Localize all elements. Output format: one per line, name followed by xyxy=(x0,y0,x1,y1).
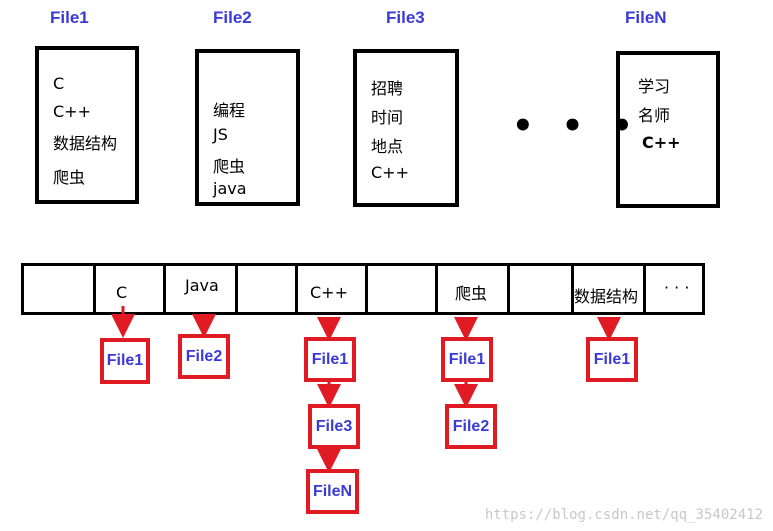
index-cell-cpp: C++ xyxy=(298,266,368,312)
inverted-index-strip: C Java C++ 爬虫 数据结构 · · · xyxy=(21,263,705,315)
doc-term: 时间 xyxy=(371,108,404,127)
doc-term: C++ xyxy=(53,102,91,121)
doc-term: 招聘 xyxy=(371,79,404,98)
doc-term: 爬虫 xyxy=(213,157,246,176)
file3-title: File3 xyxy=(386,8,425,27)
doc-term: C xyxy=(53,74,65,93)
doc-term: C++ xyxy=(371,163,409,182)
posting-ds-file1: File1 xyxy=(586,337,638,382)
index-cell-java: Java xyxy=(166,266,238,312)
index-cell-crawler: 爬虫 xyxy=(438,266,510,312)
file1-title: File1 xyxy=(50,8,89,27)
index-cell xyxy=(510,266,574,312)
posting-c-file1: File1 xyxy=(100,338,150,384)
file3-document: 招聘 时间 地点 C++ xyxy=(353,49,459,207)
file2-document: 编程 JS 爬虫 java xyxy=(195,49,300,206)
doc-term: 名师 xyxy=(638,106,671,125)
posting-cpp-file3: File3 xyxy=(308,404,360,449)
posting-crawler-file2: File2 xyxy=(445,404,497,449)
watermark: https://blog.csdn.net/qq_35402412 xyxy=(484,507,763,523)
filen-title: FileN xyxy=(625,8,667,27)
file2-title: File2 xyxy=(213,8,252,27)
doc-term: JS xyxy=(213,125,228,144)
index-cell-ellipsis: · · · xyxy=(664,278,690,297)
doc-term: C++ xyxy=(642,133,681,152)
index-cell xyxy=(238,266,298,312)
file1-document: C C++ 数据结构 爬虫 xyxy=(35,46,139,204)
index-cell-data-structures: 数据结构 xyxy=(574,266,646,312)
posting-cpp-filen: FileN xyxy=(306,469,359,514)
posting-java-file2: File2 xyxy=(178,334,230,379)
doc-term: 数据结构 xyxy=(53,134,118,153)
doc-term: 学习 xyxy=(638,77,671,96)
doc-term: 地点 xyxy=(371,137,404,156)
index-cell-c: C xyxy=(96,266,166,312)
index-cell xyxy=(24,266,96,312)
index-cell xyxy=(368,266,438,312)
doc-term: 爬虫 xyxy=(53,168,86,187)
doc-term: java xyxy=(213,179,247,198)
doc-term: 编程 xyxy=(213,101,246,120)
posting-cpp-file1: File1 xyxy=(304,337,356,382)
filen-document: 学习 名师 C++ xyxy=(616,51,720,208)
posting-crawler-file1: File1 xyxy=(441,337,493,382)
